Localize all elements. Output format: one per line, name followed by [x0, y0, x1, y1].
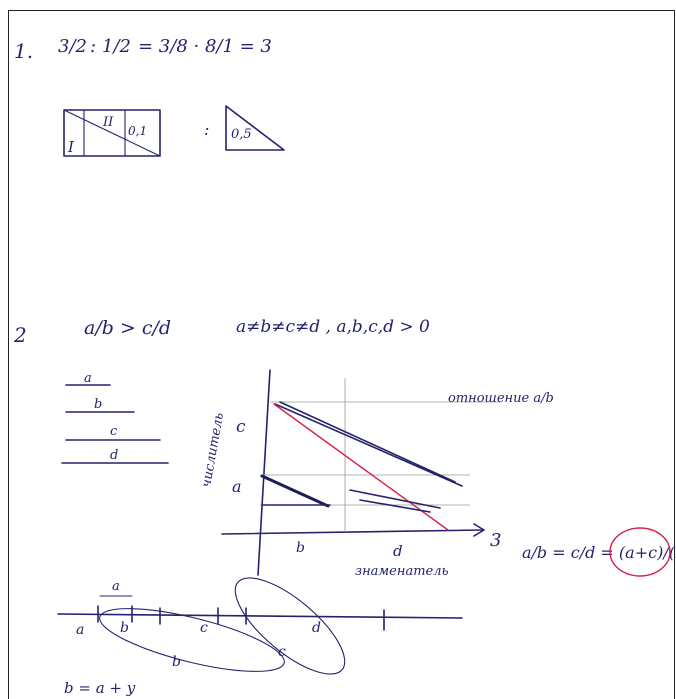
page-border	[8, 10, 675, 699]
numberline-label-1: a	[76, 622, 84, 638]
roman-2: II	[102, 115, 114, 130]
axis-y-c-label: c	[236, 417, 246, 437]
x-axis-title: знаменатель	[355, 564, 449, 579]
segment-c-label: c	[110, 424, 118, 439]
segment-d-label: d	[110, 448, 118, 463]
segment-list: a b c d	[61, 371, 169, 464]
problem1-triangle-figure: 0,5	[225, 105, 285, 151]
axis-arrow-label: 3	[490, 530, 501, 551]
problem2-inequality: a/b > c/d	[84, 317, 171, 339]
axis-x-b-label: b	[296, 540, 305, 556]
axis-y-a-label: a	[232, 477, 242, 496]
fig-right-value: 0,5	[231, 127, 252, 142]
problem1-ratio-sep: :	[204, 120, 209, 139]
axis-x-d-label: d	[393, 542, 403, 560]
problem2-number: 2	[13, 323, 27, 347]
numberline-label-3: c	[200, 620, 208, 636]
fig-left-value: 0,1	[128, 124, 147, 138]
problem1-number: 1.	[14, 39, 33, 63]
problem2-condition: a≠b≠c≠d , a,b,c,d > 0	[236, 317, 430, 337]
mediant-formula: a/b = c/d = (a+c)/(b+d)	[522, 527, 676, 577]
problem1-frac-b: 1/2	[102, 36, 131, 57]
numberline-label-2: b	[120, 620, 129, 636]
roman-1: I	[67, 138, 75, 156]
segment-b-label: b	[94, 397, 102, 412]
ratio-graph: c a b d 3 числитель знаменатель	[199, 369, 501, 579]
numberline-top-label: a	[112, 579, 120, 594]
number-line: a a b c d b c	[57, 577, 463, 675]
y-axis-title: числитель	[199, 411, 227, 488]
bottom-note: b = a + y	[64, 679, 136, 697]
problem1-div: :	[90, 36, 96, 57]
problem1-result: = 3/8 · 8/1 = 3	[138, 36, 272, 57]
segment-a-label: a	[84, 371, 92, 386]
numberline-label-4: d	[312, 620, 321, 636]
numberline-label-5: b	[172, 654, 181, 670]
numberline-label-6: c	[278, 644, 286, 660]
mediant-text: a/b = c/d = (a+c)/(b+d)	[522, 543, 676, 562]
problem1-frac-a: 3/2	[58, 36, 87, 57]
ratio-note: отношение a/b	[448, 391, 554, 406]
problem1-square-figure: I II 0,1	[63, 109, 161, 157]
